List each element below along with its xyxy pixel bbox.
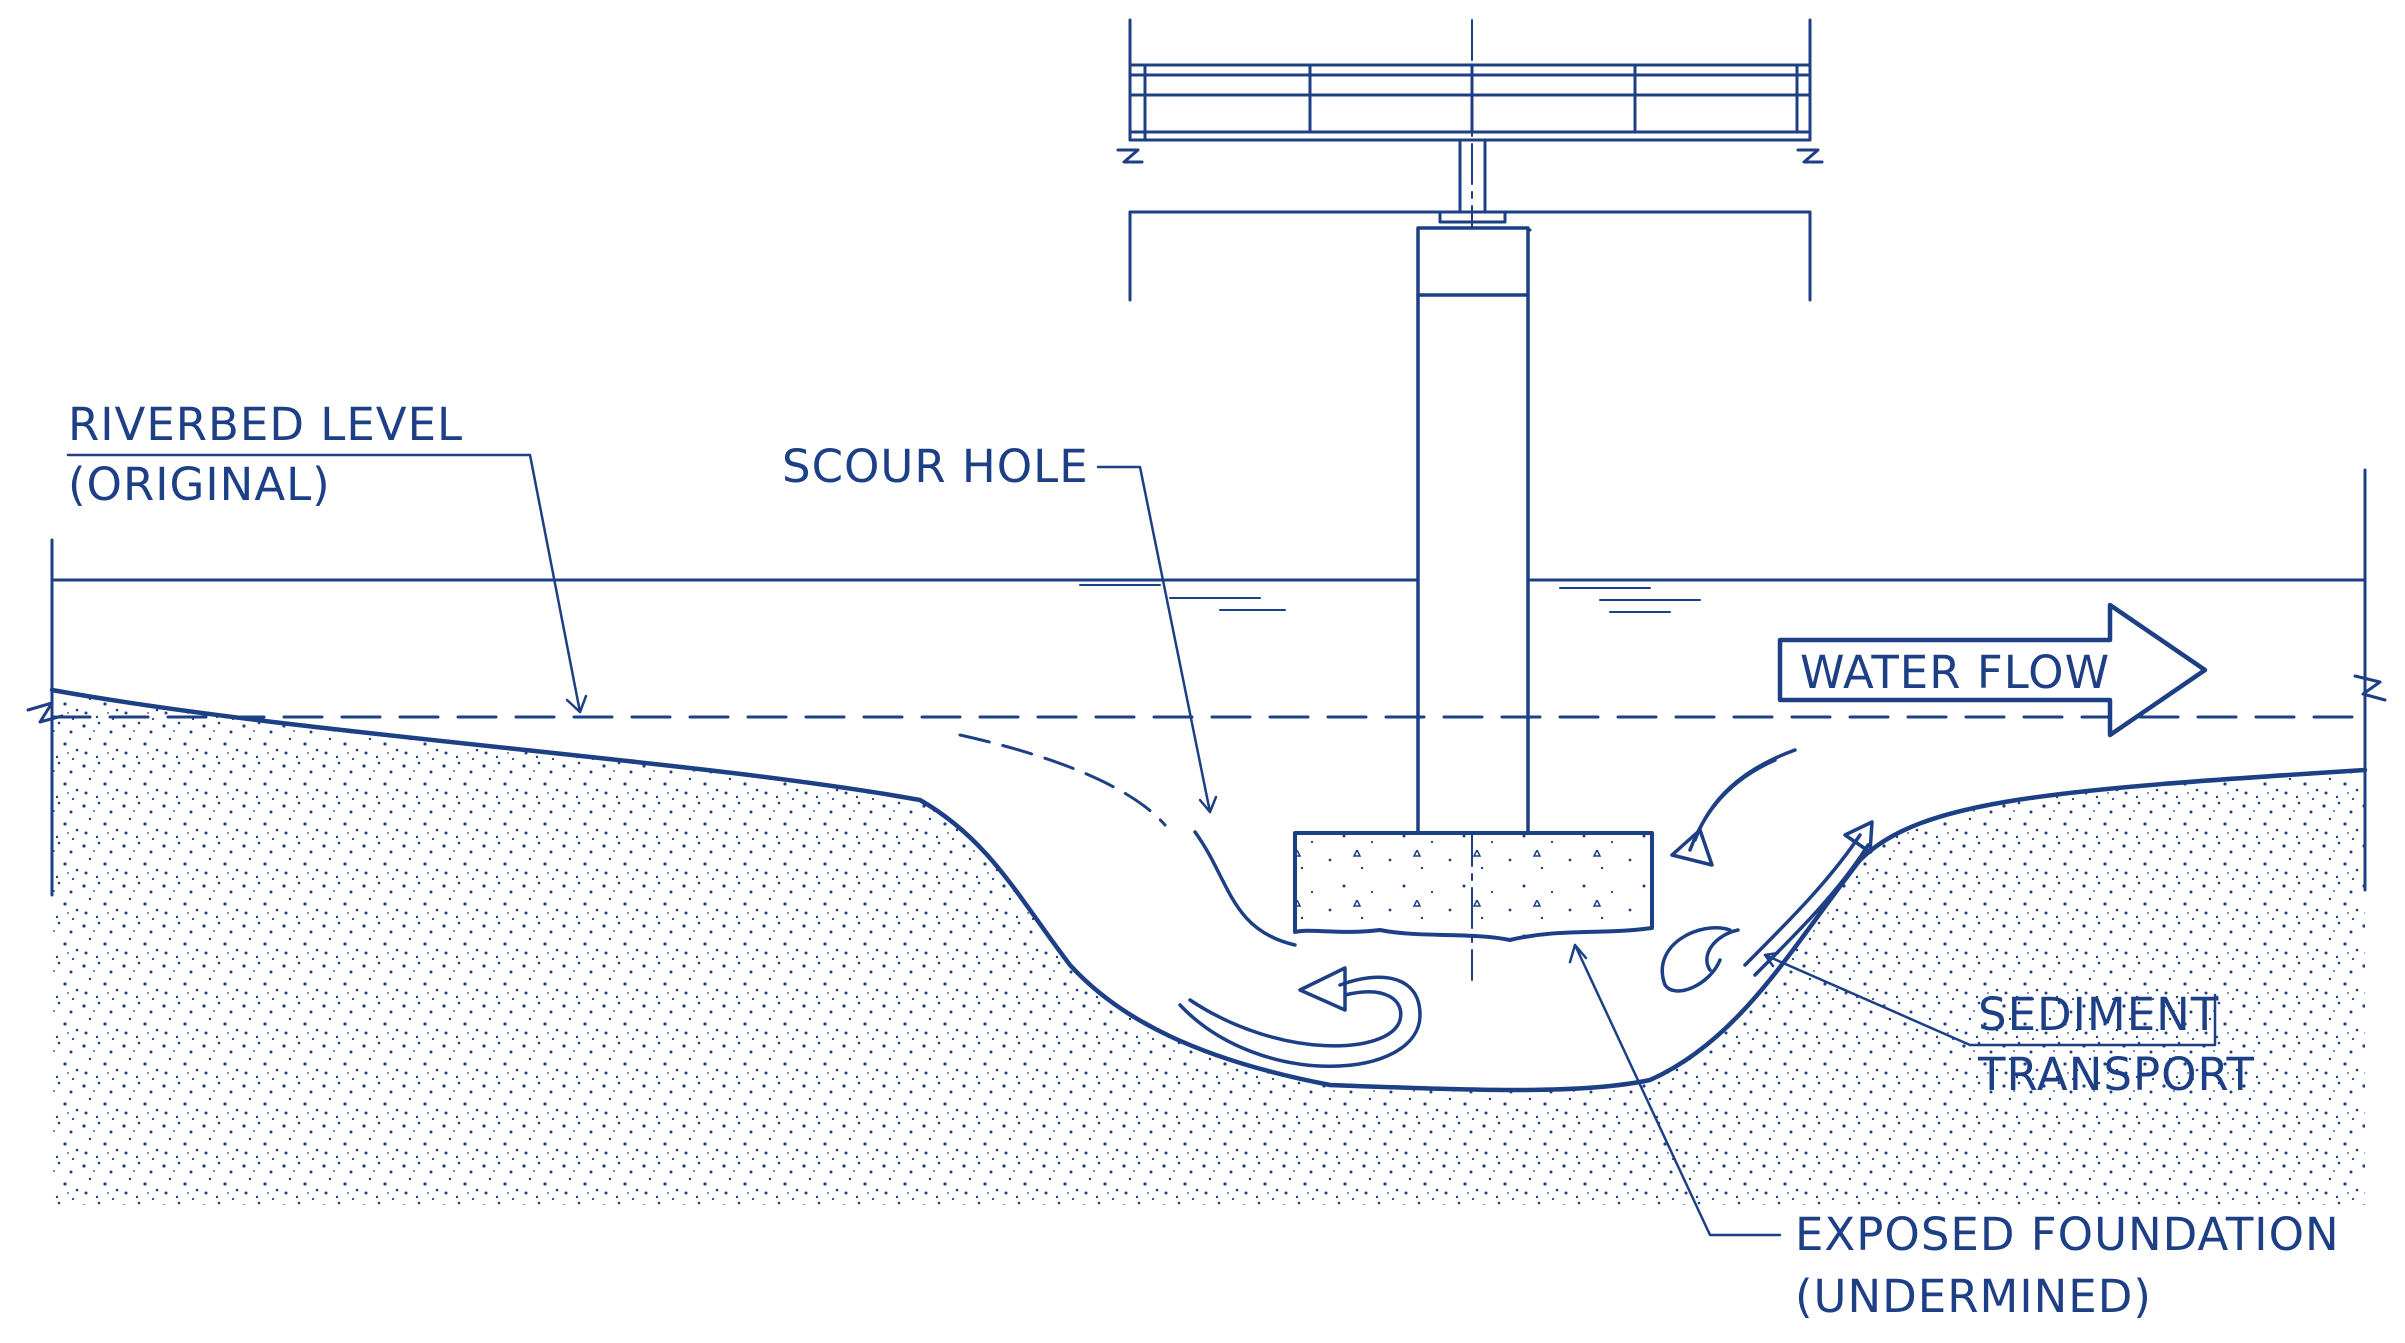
water-flow-arrow [1777, 602, 2208, 738]
break-symbol-left [26, 701, 64, 724]
downstream-eddy [1660, 748, 1874, 993]
leader-lines [66, 453, 2217, 1237]
scour-slope-line [958, 733, 1167, 827]
horseshoe-vortex [1178, 966, 1422, 1068]
riverbed-ground [52, 690, 2365, 1205]
label-riverbed-original: (ORIGINAL) [68, 458, 331, 511]
label-sediment: SEDIMENT [1978, 988, 2219, 1041]
label-transport: TRANSPORT [1977, 1048, 2255, 1101]
pier-column [1416, 226, 1530, 835]
bridge-deck [1116, 18, 1824, 302]
label-exposed-foundation: EXPOSED FOUNDATION [1795, 1208, 2340, 1261]
exposed-foundation [1293, 831, 1654, 942]
label-water-flow: WATER FLOW [1800, 646, 2110, 699]
scour-hole-wall [1193, 830, 1297, 947]
label-riverbed-level: RIVERBED LEVEL [68, 398, 463, 451]
label-undermined: (UNDERMINED) [1795, 1270, 2152, 1323]
label-scour-hole: SCOUR HOLE [782, 440, 1089, 493]
riverbed-edge [49, 687, 2368, 1093]
break-symbol-right [2353, 674, 2387, 702]
